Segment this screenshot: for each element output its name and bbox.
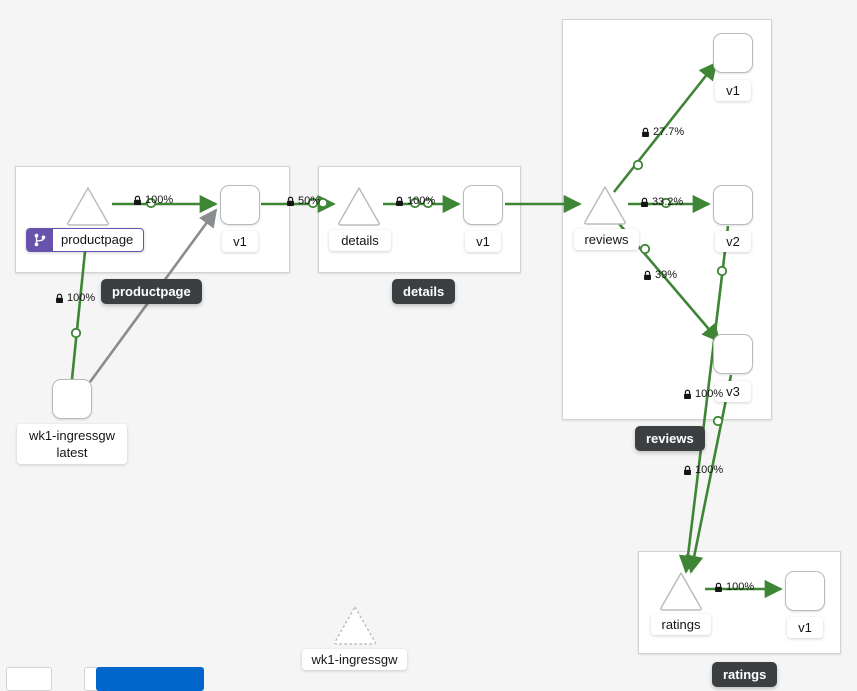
group-tooltip-details: details	[392, 279, 456, 304]
service-node-label-productpage[interactable]: productpage	[26, 228, 144, 252]
edge-traffic-percent: 100%	[67, 292, 96, 304]
mtls-lock-icon	[286, 196, 295, 207]
edge-label-reviews-v3-to-ratings: 100%	[683, 464, 723, 476]
triangle-icon	[584, 186, 626, 225]
edge-traffic-percent: 50%	[298, 195, 321, 207]
edge-traffic-percent: 100%	[145, 194, 174, 206]
service-node-label-text: productpage	[61, 232, 134, 247]
mtls-lock-icon	[714, 582, 723, 593]
edge-label-svc-reviews-to-v2: 33.2%	[640, 196, 683, 208]
edge-label-svc-ratings-to-v1: 100%	[714, 581, 754, 593]
edge-label-reviews-v2-to-ratings: 100%	[683, 388, 723, 400]
mtls-lock-icon	[55, 293, 64, 304]
mtls-lock-icon	[640, 197, 649, 208]
workload-node-details-v1[interactable]	[463, 185, 503, 225]
workload-node-label-ingressgw[interactable]: wk1-ingressgw latest	[17, 424, 127, 464]
mtls-lock-icon	[643, 270, 652, 281]
mtls-lock-icon	[683, 465, 692, 476]
mtls-lock-icon	[641, 127, 650, 138]
workload-node-label-productpage-v1[interactable]: v1	[222, 231, 258, 252]
triangle-icon	[338, 187, 380, 226]
group-tooltip-productpage: productpage	[101, 279, 202, 304]
workload-node-productpage-v1[interactable]	[220, 185, 260, 225]
workload-node-label-reviews-v2[interactable]: v2	[715, 231, 751, 252]
edge-label-svc-details-to-v1: 100%	[395, 195, 435, 207]
edge-traffic-percent: 39%	[655, 269, 678, 281]
triangle-icon	[334, 606, 376, 645]
edge-traffic-percent: 100%	[695, 388, 724, 400]
edge-traffic-percent: 100%	[695, 464, 724, 476]
edge-label-svc-reviews-to-v3: 39%	[643, 269, 677, 281]
workload-node-label-ratings-v1[interactable]: v1	[787, 617, 823, 638]
workload-node-reviews-v3[interactable]	[713, 334, 753, 374]
edge-traffic-percent: 100%	[407, 195, 436, 207]
group-tooltip-reviews: reviews	[635, 426, 705, 451]
service-node-label-ratings[interactable]: ratings	[651, 614, 711, 635]
workload-node-ingressgw[interactable]	[52, 379, 92, 419]
workload-node-label-reviews-v3[interactable]: v3	[715, 381, 751, 402]
edge-label-svc-productpage-to-v1: 100%	[133, 194, 173, 206]
workload-node-reviews-v2[interactable]	[713, 185, 753, 225]
workload-node-reviews-v1[interactable]	[713, 33, 753, 73]
edge-label-ingressgw-to-svc-productpage: 100%	[55, 292, 95, 304]
edge-label-productpage-v1-to-details: 50%	[286, 195, 320, 207]
edge-traffic-percent: 100%	[726, 581, 755, 593]
virtual-service-icon	[27, 229, 53, 251]
primary-button[interactable]	[96, 667, 204, 691]
mtls-lock-icon	[395, 196, 404, 207]
service-node-label-reviews[interactable]: reviews	[574, 229, 639, 250]
mtls-lock-icon	[683, 389, 692, 400]
workload-node-label-reviews-v1[interactable]: v1	[715, 80, 751, 101]
triangle-icon	[67, 187, 109, 226]
triangle-icon	[660, 572, 702, 611]
workload-node-label-details-v1[interactable]: v1	[465, 231, 501, 252]
edge-label-svc-reviews-to-v1: 27.7%	[641, 126, 684, 138]
service-node-label-details[interactable]: details	[329, 230, 391, 251]
legend-button[interactable]	[6, 667, 52, 691]
edge-traffic-percent: 27.7%	[653, 126, 685, 138]
workload-node-ratings-v1[interactable]	[785, 571, 825, 611]
edge-traffic-percent: 33.2%	[652, 196, 684, 208]
group-tooltip-ratings: ratings	[712, 662, 778, 687]
service-node-label-wk1-ingressgw[interactable]: wk1-ingressgw	[302, 649, 407, 670]
mtls-lock-icon	[133, 195, 142, 206]
